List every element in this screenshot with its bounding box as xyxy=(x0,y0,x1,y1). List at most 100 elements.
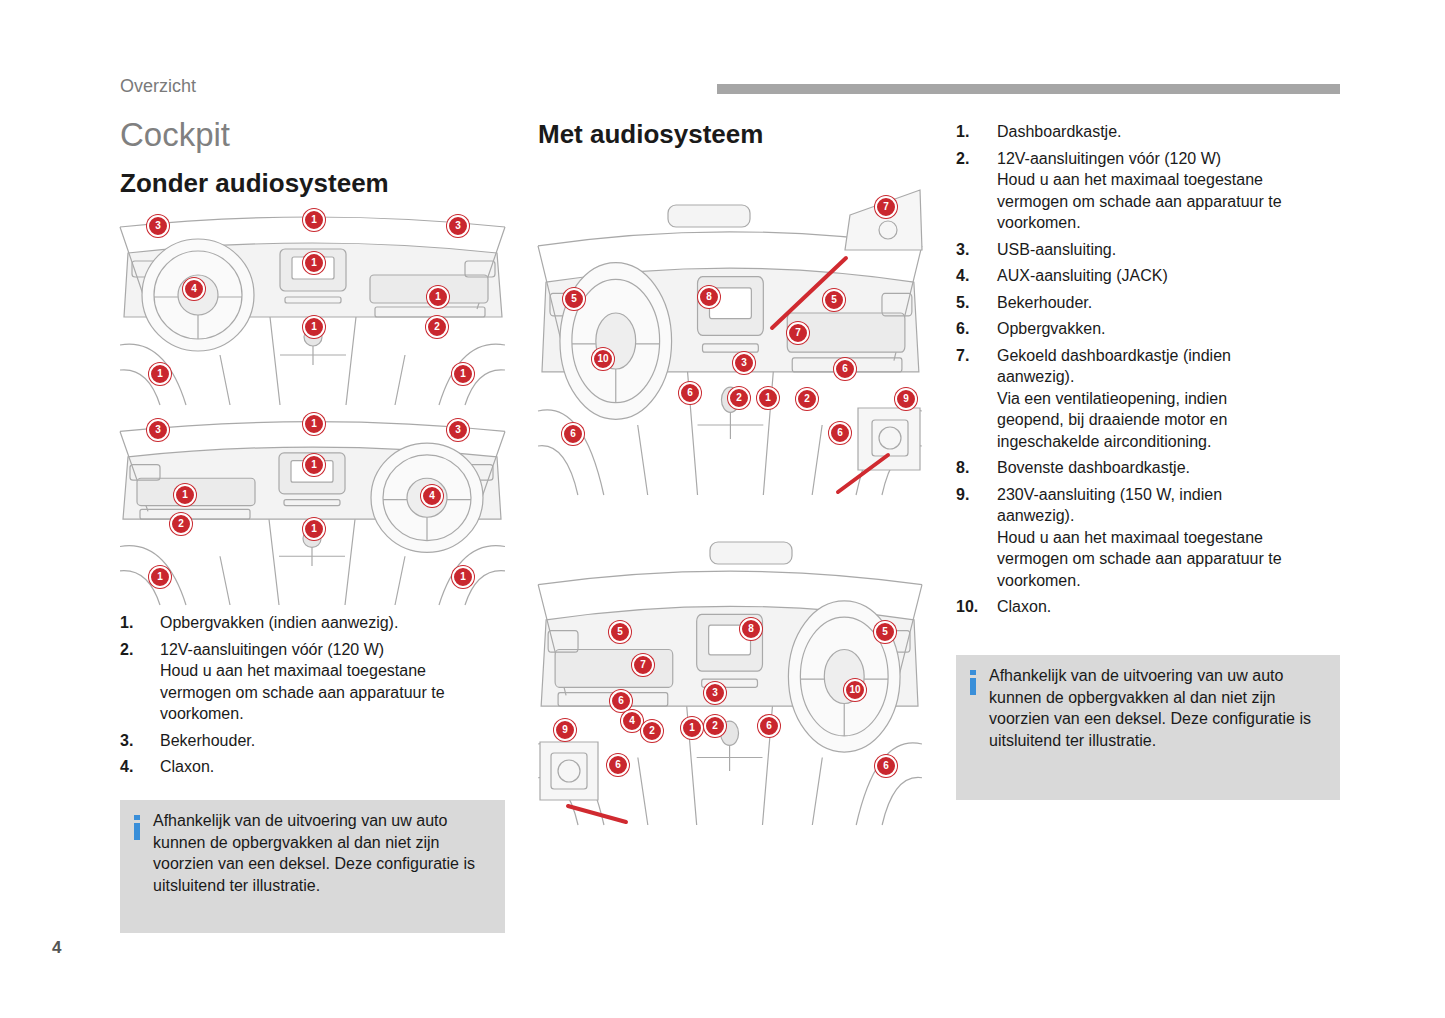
list-item: 8. Bovenste dashboardkastje. xyxy=(956,457,1341,479)
callout-number: 2 xyxy=(796,388,818,410)
callout-number: 7 xyxy=(632,654,654,676)
callout-number: 2 xyxy=(704,715,726,737)
callout-number: 8 xyxy=(740,618,762,640)
item-text: 12V-aansluitingen vóór (120 W) xyxy=(160,639,490,661)
item-text: Houd u aan het maximaal toegestane vermo… xyxy=(997,527,1320,592)
callout-number: 7 xyxy=(787,322,809,344)
list-item: 1.Dashboardkastje. xyxy=(956,121,1341,143)
item-number: 4. xyxy=(120,756,133,778)
callout-number: 1 xyxy=(303,454,325,476)
list-item: 10.Claxon. xyxy=(956,596,1341,618)
callout-number: 4 xyxy=(421,485,443,507)
item-text: Bovenste dashboardkastje. xyxy=(997,457,1320,479)
item-text: Houd u aan het maximaal toegestane vermo… xyxy=(997,169,1320,234)
cockpit-audio-rhd xyxy=(538,571,922,825)
callout-number: 6 xyxy=(875,755,897,777)
item-number: 2. xyxy=(956,148,969,170)
info-box: Afhankelijk van de uitvoering van uw aut… xyxy=(956,655,1340,800)
cockpit-lhd xyxy=(120,217,505,405)
list-item: 7.Gekoeld dashboardkastje (indien aanwez… xyxy=(956,345,1341,453)
callout-number: 8 xyxy=(698,286,720,308)
callout-number: 3 xyxy=(733,352,755,374)
callout-number: 1 xyxy=(149,566,171,588)
list-item: 2. 12V-aansluitingen vóór (120 W)Houd u a… xyxy=(120,639,505,725)
callout-number: 3 xyxy=(704,682,726,704)
item-number: 8. xyxy=(956,457,969,479)
note-text: Afhankelijk van de uitvoering van uw aut… xyxy=(153,810,493,896)
item-text: Via een ventilatieopening, indien geopen… xyxy=(997,388,1272,453)
callout-number: 1 xyxy=(303,252,325,274)
callout-number: 10 xyxy=(844,679,866,701)
callout-number: 1 xyxy=(303,316,325,338)
item-text: Bekerhouder. xyxy=(160,730,490,752)
item-text: Houd u aan het maximaal toegestane vermo… xyxy=(160,660,490,725)
item-number: 3. xyxy=(120,730,133,752)
callout-number: 1 xyxy=(427,286,449,308)
legend-list: 1. Opbergvakken (indien aanwezig). 2. 12V-a… xyxy=(120,612,505,783)
callout-number: 3 xyxy=(147,215,169,237)
callout-number: 3 xyxy=(447,215,469,237)
item-text: Opbergvakken. xyxy=(997,318,1320,340)
callout-number: 6 xyxy=(610,690,632,712)
list-item: 9. 230V-aansluiting (150 W, indien aanwez… xyxy=(956,484,1341,592)
list-item: 6. Opbergvakken. xyxy=(956,318,1341,340)
page-number: 4 xyxy=(52,938,61,958)
callout-number: 1 xyxy=(452,566,474,588)
item-text: Bekerhouder. xyxy=(997,292,1320,314)
callout-number: 5 xyxy=(563,288,585,310)
callout-number: 1 xyxy=(303,518,325,540)
callout-number: 6 xyxy=(758,715,780,737)
callout-number: 1 xyxy=(452,363,474,385)
callout-number: 10 xyxy=(592,348,614,370)
callout-number: 6 xyxy=(834,358,856,380)
page-title: Cockpit xyxy=(120,116,230,154)
callout-number: 9 xyxy=(895,388,917,410)
callout-number: 4 xyxy=(183,278,205,300)
list-item: 4.AUX-aansluiting (JACK) xyxy=(956,265,1341,287)
item-number: 7. xyxy=(956,345,969,367)
item-number: 9. xyxy=(956,484,969,506)
info-box: Afhankelijk van de uitvoering van uw aut… xyxy=(120,800,505,933)
callout-number: 1 xyxy=(681,717,703,739)
callout-number: 6 xyxy=(562,423,584,445)
cockpit-rhd xyxy=(120,422,505,605)
callout-number: 1 xyxy=(303,413,325,435)
section-heading: Zonder audiosysteem xyxy=(120,168,389,199)
item-text: 12V-aansluitingen vóór (120 W) xyxy=(997,148,1320,170)
callout-number: 6 xyxy=(679,382,701,404)
detail-pointer xyxy=(568,258,888,822)
item-text: Dashboardkastje. xyxy=(997,121,1320,143)
callout-number: 1 xyxy=(303,209,325,231)
callout-number: 1 xyxy=(757,387,779,409)
list-item: 1. Opbergvakken (indien aanwezig). xyxy=(120,612,505,634)
info-icon xyxy=(132,815,144,841)
item-text: Claxon. xyxy=(160,756,490,778)
list-item: 3. Bekerhouder. xyxy=(120,730,505,752)
note-text: Afhankelijk van de uitvoering van uw aut… xyxy=(989,665,1328,751)
item-text: 230V-aansluiting (150 W, indien aanwezig… xyxy=(997,484,1272,527)
detail-insets xyxy=(540,190,922,800)
callout-number: 1 xyxy=(149,363,171,385)
item-number: 5. xyxy=(956,292,969,314)
item-text: Opbergvakken (indien aanwezig). xyxy=(160,612,490,634)
item-number: 2. xyxy=(120,639,133,661)
list-item: 2. 12V-aansluitingen vóór (120 W)Houd u a… xyxy=(956,148,1341,234)
item-number: 1. xyxy=(120,612,133,634)
callout-number: 1 xyxy=(174,484,196,506)
callout-number: 2 xyxy=(426,316,448,338)
item-number: 3. xyxy=(956,239,969,261)
item-number: 4. xyxy=(956,265,969,287)
item-number: 6. xyxy=(956,318,969,340)
section-heading: Met audiosysteem xyxy=(538,119,763,150)
item-number: 10. xyxy=(956,596,978,618)
callout-number: 3 xyxy=(447,419,469,441)
list-item: 4. Claxon. xyxy=(120,756,505,778)
list-item: 5. Bekerhouder. xyxy=(956,292,1341,314)
callout-number: 2 xyxy=(641,720,663,742)
callout-number: 3 xyxy=(147,419,169,441)
callout-number: 5 xyxy=(609,621,631,643)
cockpit-audio-lhd xyxy=(538,232,922,495)
callout-number: 2 xyxy=(728,387,750,409)
legend-list: 1.Dashboardkastje. 2. 12V-aansluitingen vó… xyxy=(956,121,1341,623)
callout-number: 4 xyxy=(621,710,643,732)
